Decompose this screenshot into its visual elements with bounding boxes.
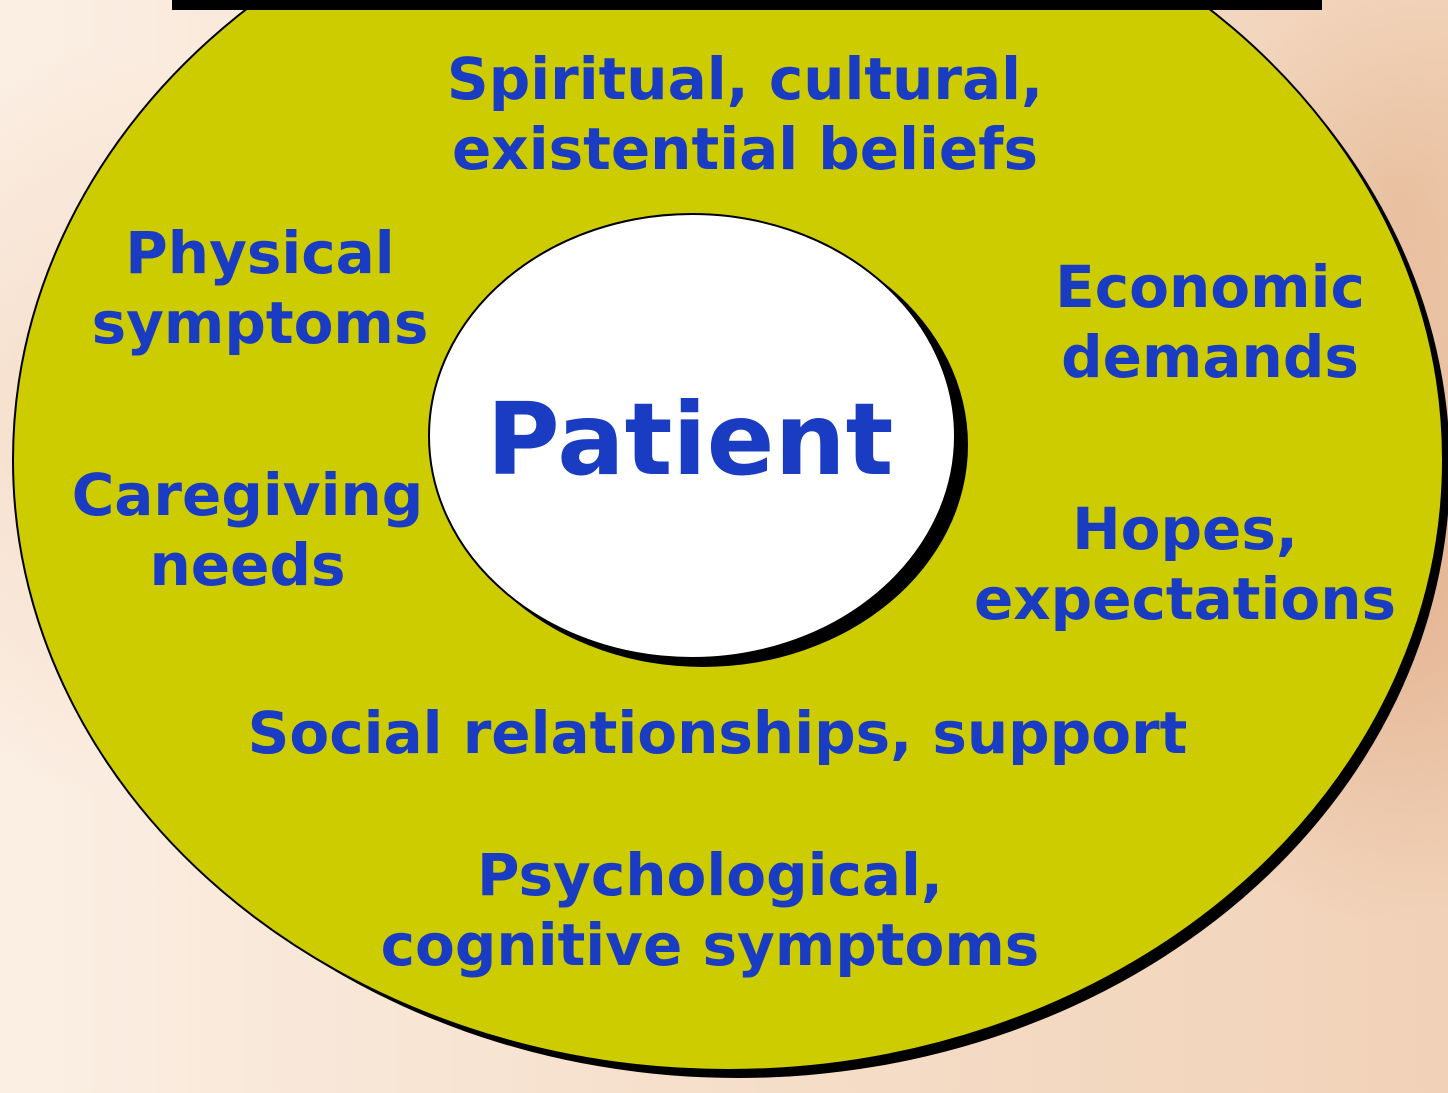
factor-physical-line-1: Physical — [125, 219, 395, 287]
factor-hopes: Hopes, expectations — [970, 494, 1400, 634]
factor-psychological: Psychological, cognitive symptoms — [380, 840, 1040, 980]
factor-spiritual: Spiritual, cultural, existential beliefs — [445, 44, 1045, 184]
factor-economic: Economic demands — [1040, 252, 1380, 392]
factor-spiritual-line-1: Spiritual, cultural, — [446, 45, 1044, 113]
factor-psychological-line-2: cognitive symptoms — [380, 911, 1040, 979]
factor-social: Social relationships, support — [230, 698, 1205, 768]
factor-economic-line-1: Economic — [1055, 253, 1365, 321]
inner-ellipse — [428, 213, 956, 659]
factor-psychological-line-1: Psychological, — [477, 841, 943, 909]
factor-economic-line-2: demands — [1061, 323, 1359, 391]
factor-social-line-1: Social relationships, support — [247, 699, 1188, 767]
factor-hopes-line-2: expectations — [973, 565, 1397, 633]
top-banner — [172, 0, 1322, 10]
patient-label: Patient — [486, 381, 894, 498]
factor-physical-line-2: symptoms — [91, 289, 429, 357]
factor-hopes-line-1: Hopes, — [1072, 495, 1298, 563]
factor-physical: Physical symptoms — [90, 218, 430, 358]
factor-caregiving-line-1: Caregiving — [71, 461, 424, 529]
factor-caregiving: Caregiving needs — [70, 460, 425, 600]
factor-caregiving-line-2: needs — [149, 531, 346, 599]
factor-spiritual-line-2: existential beliefs — [451, 115, 1039, 183]
